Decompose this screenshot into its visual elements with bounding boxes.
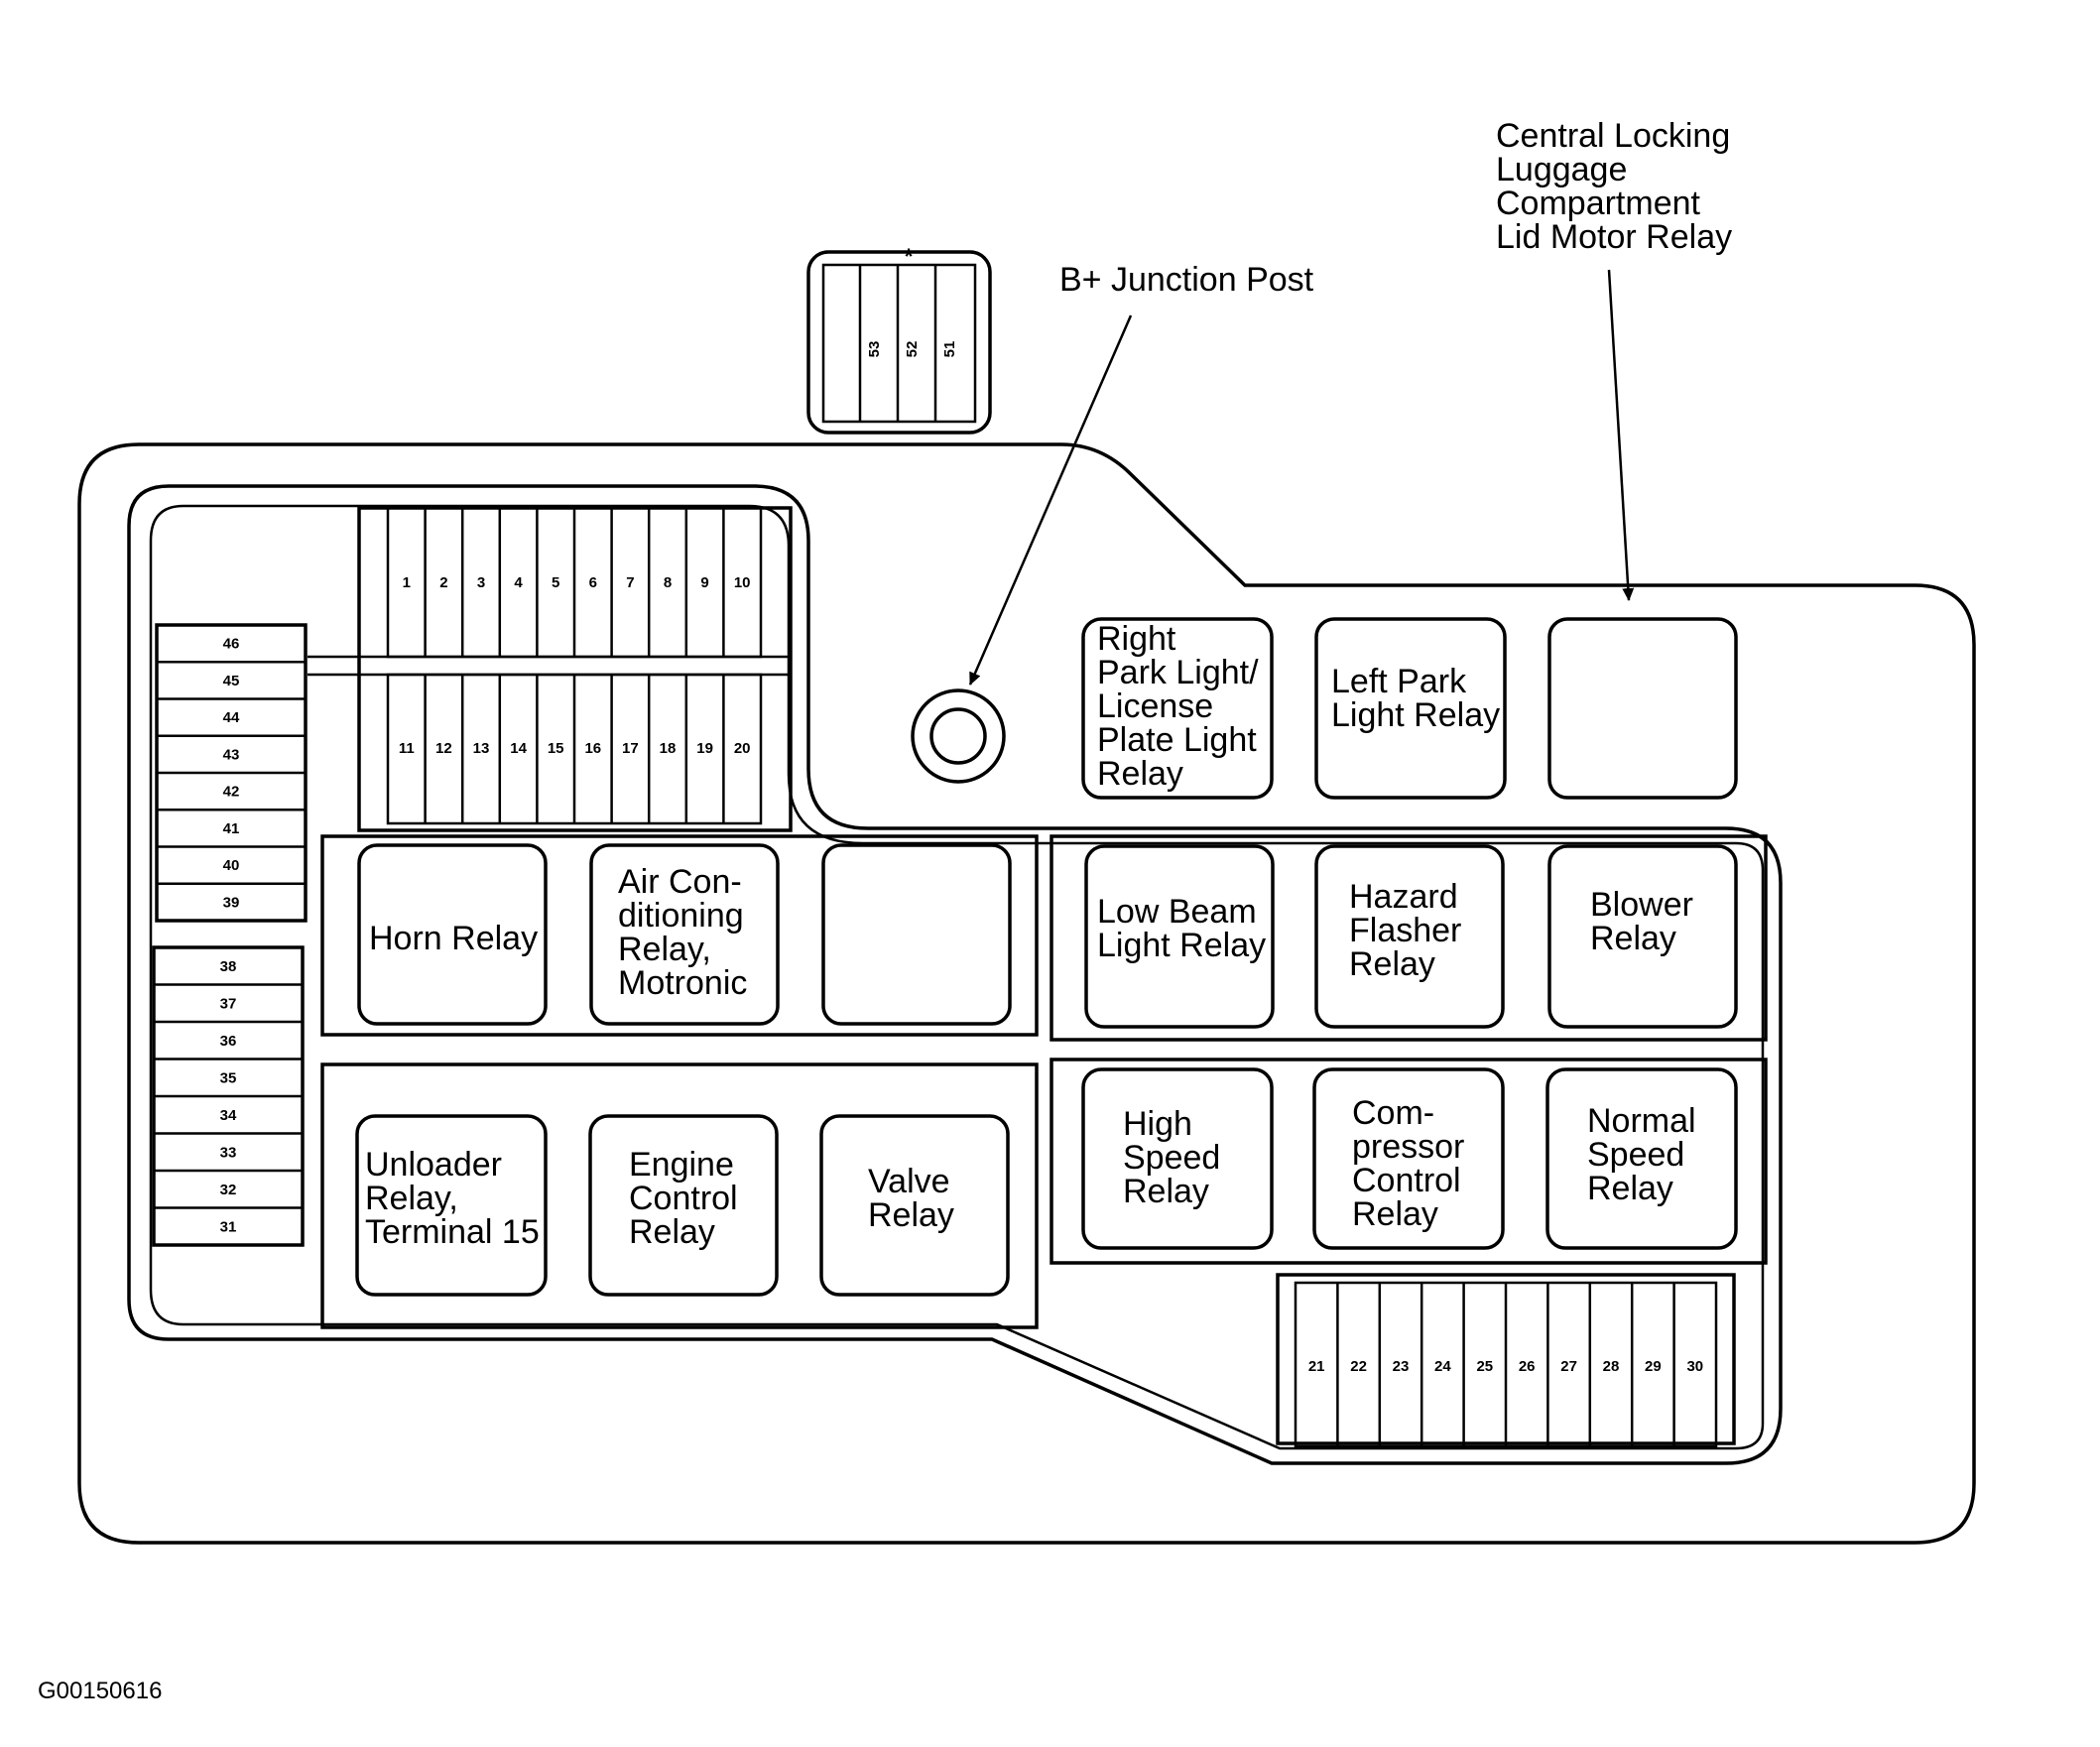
- junction-post-callout-label: B+ Junction Post: [1059, 261, 1314, 299]
- relay-compressor-control: Com- pressor Control Relay: [1312, 1067, 1505, 1250]
- fuse-row-3-fuse-number: 25: [1476, 1358, 1493, 1375]
- relay-high-speed-label: High Speed Relay: [1123, 1105, 1230, 1210]
- fuse-row-3-fuse-number: 30: [1686, 1358, 1703, 1375]
- fuse-box-housing: [77, 442, 1976, 1545]
- fuse-row-1-fuse-number: 7: [626, 574, 634, 591]
- fuse-left-lower-fuse-number: 34: [220, 1107, 237, 1124]
- relay-valve: Valve Relay: [819, 1114, 1010, 1297]
- relay-row-2-right-frame: [1050, 1058, 1768, 1265]
- fuse-row-3-fuse-number: 21: [1308, 1358, 1325, 1375]
- fuse-row-3-fuse-number: 23: [1393, 1358, 1410, 1375]
- fuse-row-1-fuse-number: 3: [477, 574, 485, 591]
- relay-high-speed: High Speed Relay: [1081, 1067, 1274, 1250]
- fuse-row-1-fuse-number: 5: [552, 574, 559, 591]
- fuse-row-2-fuse-number: 14: [510, 740, 527, 757]
- relay-row-2-left-frame: [320, 1062, 1039, 1329]
- fuse-row-1-fuse-number: 4: [514, 574, 523, 591]
- relay-left-park-light-label: Left Park Light Relay: [1331, 663, 1500, 734]
- figure-id: G00150616: [38, 1678, 162, 1704]
- relay-unloader-label: Unloader Relay, Terminal 15: [365, 1146, 540, 1251]
- relay-left-park-light: Left Park Light Relay: [1314, 617, 1507, 800]
- fuse-row-2-fuse-number: 16: [584, 740, 601, 757]
- fuse-left-lower-fuse-number: 38: [220, 958, 237, 975]
- top-block-mark: *: [905, 244, 914, 269]
- relay-row-1-left-frame: [320, 834, 1039, 1037]
- relay-empty-slot: [821, 843, 1012, 1026]
- fuse-left-upper-fuse-number: 44: [223, 709, 240, 726]
- fuse-row-2-fuse-number: 15: [548, 740, 564, 757]
- fuse-left-upper-fuse-number: 45: [223, 673, 240, 689]
- relay-hazard-flasher-label: Hazard Flasher Relay: [1349, 878, 1471, 983]
- fuse-left-upper-fuse-number: 42: [223, 784, 240, 801]
- relay-normal-speed: Normal Speed Relay: [1545, 1067, 1738, 1250]
- fuse-row-1-fuse-number: 9: [700, 574, 708, 591]
- relay-air-conditioning: Air Con- ditioning Relay, Motronic: [589, 843, 780, 1026]
- central-locking-callout-label: Central Locking Luggage Compartment Lid …: [1496, 117, 1740, 256]
- fuse-row-1-fuse-number: 1: [403, 574, 411, 591]
- fuse-left-lower-fuse-number: 37: [220, 995, 237, 1012]
- inner-left-panel-inner: [149, 504, 1765, 1450]
- relay-blower-label: Blower Relay: [1590, 886, 1702, 957]
- relay-compressor-control-label: Com- pressor Control Relay: [1352, 1094, 1474, 1233]
- fuse-row-2-fuse-number: 17: [622, 740, 639, 757]
- relay-engine-control-label: Engine Control Relay: [629, 1146, 747, 1251]
- fuse-row-2-fuse-number: 20: [734, 740, 751, 757]
- inner-left-panel: [127, 484, 1783, 1465]
- fuse-left-upper-fuse-number: 40: [223, 857, 240, 874]
- relay-engine-control: Engine Control Relay: [588, 1114, 779, 1297]
- fuse-row-3-fuse-number: 28: [1603, 1358, 1620, 1375]
- fuse-row-2-fuse-number: 12: [435, 740, 452, 757]
- junction-post-leader-arrow: [968, 314, 1133, 686]
- fuse-row-1-fuse-number: 6: [589, 574, 597, 591]
- fuse-row-3-fuse-number: 27: [1560, 1358, 1577, 1375]
- fuse-row-2-fuse-number: 18: [660, 740, 677, 757]
- fuse-left-lower-fuse-number: 35: [220, 1069, 237, 1086]
- fuse-left-upper-fuse-number: 41: [223, 820, 240, 837]
- relay-right-park-light: Right Park Light/ License Plate Light Re…: [1081, 617, 1274, 800]
- relay-right-park-light-label: Right Park Light/ License Plate Light Re…: [1097, 620, 1268, 793]
- relay-normal-speed-label: Normal Speed Relay: [1587, 1102, 1705, 1207]
- relay-low-beam-light: Low Beam Light Relay: [1084, 844, 1275, 1029]
- relay-hazard-flasher: Hazard Flasher Relay: [1314, 844, 1505, 1029]
- fuse-row-1-fuse-number: 10: [734, 574, 751, 591]
- relay-blower: Blower Relay: [1547, 844, 1738, 1029]
- top-fuse-block: * 53 52 51: [806, 244, 992, 435]
- fuse-left-upper-fuse-number: 46: [223, 636, 240, 653]
- fuse-row-3-fuse-number: 22: [1350, 1358, 1367, 1375]
- top-block-fuse-number: 53: [866, 341, 883, 358]
- fuse-row-1-fuse-number: 8: [664, 574, 672, 591]
- fuse-left-lower-fuse-number: 33: [220, 1144, 237, 1161]
- fuse-left-lower-fuse-number: 32: [220, 1182, 237, 1198]
- fuse-left-upper-fuse-number: 39: [223, 894, 240, 911]
- relay-valve-label: Valve Relay: [868, 1163, 959, 1234]
- relay-central-locking: [1547, 617, 1738, 800]
- top-block-fuse-number: 52: [904, 341, 921, 358]
- fuse-row-2-fuse-number: 13: [473, 740, 490, 757]
- fuse-left-upper-fuse-number: 43: [223, 746, 240, 763]
- junction-post: [911, 688, 1006, 784]
- fuse-row-3-fuse-number: 26: [1519, 1358, 1536, 1375]
- fuse-row-2-fuse-number: 11: [399, 740, 415, 757]
- fuse-row-2-fuse-number: 19: [696, 740, 713, 757]
- fuse-row-3-fuse-number: 24: [1434, 1358, 1451, 1375]
- relay-horn: Horn Relay: [357, 843, 548, 1026]
- fuse-strip-bottom-right: 21 22 23 24 25 26 27 28 29 30: [1276, 1273, 1736, 1448]
- fuse-left-lower-fuse-number: 36: [220, 1033, 237, 1050]
- relay-unloader: Unloader Relay, Terminal 15: [355, 1114, 548, 1297]
- fuse-row-3-fuse-number: 29: [1645, 1358, 1662, 1375]
- relay-low-beam-light-label: Low Beam Light Relay: [1097, 893, 1266, 964]
- relay-horn-label: Horn Relay: [369, 920, 538, 957]
- top-block-fuse-number: 51: [941, 341, 958, 358]
- relay-row-1-right-frame: [1050, 834, 1768, 1042]
- central-locking-leader-arrow: [1607, 269, 1635, 601]
- fuse-strip-left: 46 45 44 43 42 41 40 39 38 37 36 35 34 33 32 31: [152, 623, 308, 1247]
- relay-air-conditioning-label: Air Con- ditioning Relay, Motronic: [618, 863, 753, 1002]
- fuse-left-lower-fuse-number: 31: [220, 1218, 237, 1235]
- fuse-row-1-fuse-number: 2: [439, 574, 447, 591]
